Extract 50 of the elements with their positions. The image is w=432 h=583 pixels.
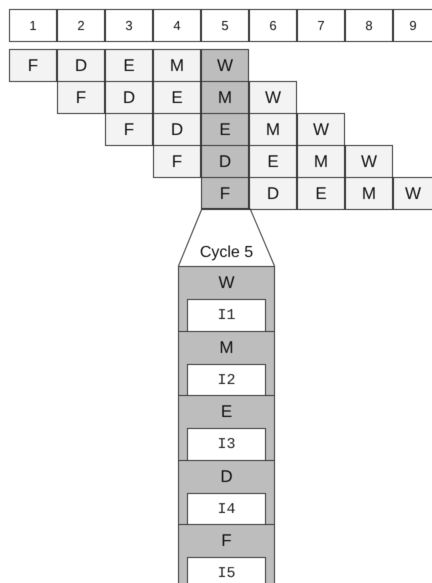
pipeline-stage-cell: F xyxy=(9,49,57,82)
pipeline-stage-cell: D xyxy=(105,81,153,114)
stage-label: E xyxy=(220,402,234,422)
pipeline-stage-cell: M xyxy=(201,81,249,114)
pipeline-stage-cell: F xyxy=(105,113,153,146)
pipeline-stage-cell: D xyxy=(201,145,249,178)
instruction-box: I1 xyxy=(187,299,266,331)
cycle-number-cell: 8 xyxy=(345,9,393,42)
cycle-number-cell: 7 xyxy=(297,9,345,42)
stage-label: F xyxy=(220,531,233,551)
cycle-number-cell: 4 xyxy=(153,9,201,42)
pipeline-stage-cell: D xyxy=(249,177,297,210)
cycle-number-cell: 3 xyxy=(105,9,153,42)
cycle-number-cell: 2 xyxy=(57,9,105,42)
stage-block xyxy=(178,330,275,395)
pipeline-stage-cell: M xyxy=(345,177,393,210)
cycle-number-cell: 9 xyxy=(393,9,432,42)
pipeline-stage-cell: W xyxy=(201,49,249,82)
stage-label: D xyxy=(219,466,234,486)
instruction-box: I5 xyxy=(187,557,266,583)
stage-label: W xyxy=(217,273,236,293)
instruction-box: I4 xyxy=(187,492,266,524)
pipeline-stage-cell: F xyxy=(153,145,201,178)
pipeline-stage-cell: E xyxy=(105,49,153,82)
instruction-box: I3 xyxy=(187,428,266,460)
stage-block xyxy=(178,395,275,460)
stage-block xyxy=(178,266,275,330)
cycle-number-cell: 6 xyxy=(249,9,297,42)
pipeline-stage-cell: D xyxy=(57,49,105,82)
pipeline-stage-cell: E xyxy=(201,113,249,146)
pipeline-stage-cell: E xyxy=(249,145,297,178)
stage-block xyxy=(178,460,275,524)
pipeline-stage-cell: M xyxy=(249,113,297,146)
cycle-number-cell: 5 xyxy=(201,9,249,42)
stage-block xyxy=(178,524,275,583)
pipeline-stage-cell: F xyxy=(201,177,249,210)
pipeline-stage-cell: W xyxy=(393,177,432,210)
cycle-number-cell: 1 xyxy=(9,9,57,42)
instruction-box: I2 xyxy=(187,364,266,396)
pipeline-stage-cell: W xyxy=(345,145,393,178)
cycle-label: Cycle 5 xyxy=(198,244,254,262)
pipeline-stage-cell: F xyxy=(57,81,105,114)
pipeline-stage-cell: E xyxy=(153,81,201,114)
pipeline-stage-cell: W xyxy=(297,113,345,146)
pipeline-stage-cell: M xyxy=(153,49,201,82)
pipeline-stage-cell: E xyxy=(297,177,345,210)
pipeline-stage-cell: D xyxy=(153,113,201,146)
pipeline-stage-cell: M xyxy=(297,145,345,178)
pipeline-stage-cell: W xyxy=(249,81,297,114)
stage-label: M xyxy=(218,338,235,358)
